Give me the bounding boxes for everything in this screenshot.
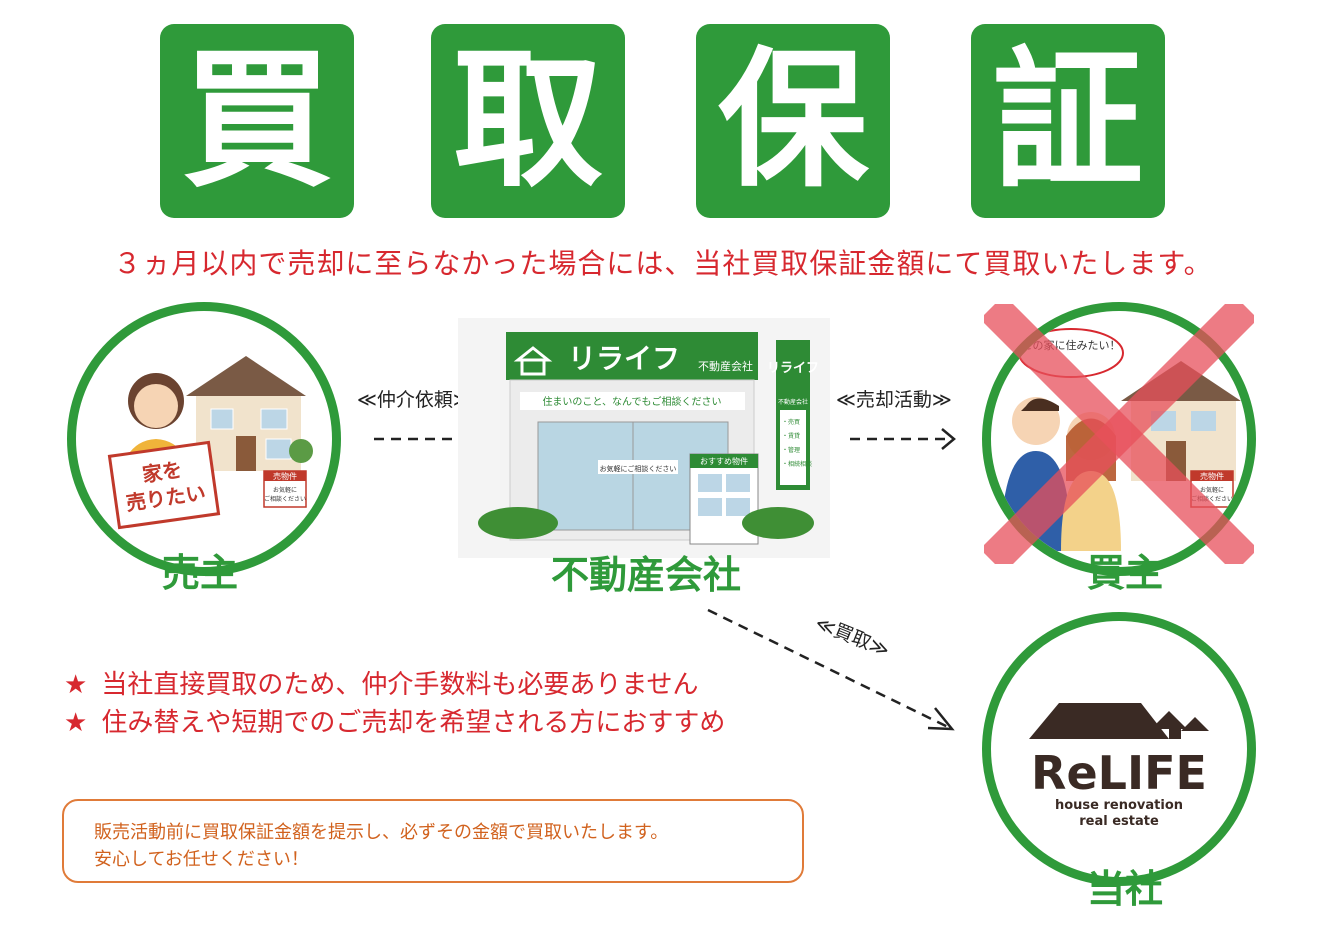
recommend-board-title: おすすめ物件 [700, 456, 748, 466]
company-label: 当社 [1086, 867, 1163, 911]
point-1: ★ 当社直接買取のため、仲介手数料も必要ありません [64, 664, 699, 701]
agency-store-illustration: リライフ 不動産会社 住まいのこと、なんでもご相談ください お気軽にご相談くださ… [458, 318, 830, 558]
buyer-board-sub1: お気軽に [1200, 486, 1224, 494]
cross-mark-icon [984, 304, 1254, 564]
seller-sign-line1: 家を [141, 457, 184, 486]
title-char-4: 証 [971, 24, 1165, 218]
title-char-3: 保 [696, 24, 890, 218]
seller-board-sub2: ご相談ください [264, 495, 306, 503]
title-char-2: 取 [431, 24, 625, 218]
store-banner: 住まいのこと、なんでもご相談ください [542, 395, 721, 408]
buyer-board-title: 売物件 [1200, 471, 1224, 481]
logo-main: ReLIFE [1031, 746, 1207, 800]
title-char-1: 買 [160, 24, 354, 218]
note-line2: 安心してお任せください！ [94, 849, 309, 870]
store-type: 不動産会社 [698, 359, 753, 373]
point-2: ★ 住み替えや短期でのご売却を希望される方におすすめ [64, 702, 725, 739]
point-1-text: 当社直接買取のため、仲介手数料も必要ありません [101, 670, 699, 700]
vertical-item-1: ・売買 [782, 418, 800, 426]
buyer-board-sub2: ご相談ください [1191, 495, 1233, 503]
agency-label: 不動産会社 [550, 553, 741, 597]
subtitle: ３ヵ月以内で売却に至らなかった場合には、当社買取保証金額にて買取いたします。 [113, 247, 1213, 280]
vertical-item-4: ・相続相談 [782, 460, 812, 468]
seller-circle: 家を 売りたい 売物件 お気軽に ご相談ください [67, 302, 341, 576]
vertical-item-3: ・管理 [782, 446, 800, 454]
star-icon: ★ [64, 708, 88, 738]
logo-line1: house renovation [1055, 798, 1183, 813]
star-icon: ★ [64, 670, 88, 700]
arrow3-dashed-arrow [707, 608, 955, 731]
vertical-item-2: ・賃貸 [782, 432, 800, 440]
arrow2-dashed-arrow [850, 428, 956, 450]
buyer-label: 買主 [1086, 551, 1163, 595]
arrow1-label: ≪仲介依頼≫ [357, 389, 473, 411]
seller-board-title: 売物件 [273, 471, 297, 481]
note-box: 販売活動前に買取保証金額を提示し、必ずその金額で買取いたします。 安心してお任せ… [62, 799, 804, 883]
vertical-sign: リライフ [767, 361, 819, 376]
relife-logo: ReLIFE house renovation real estate [1029, 703, 1209, 829]
note-line1: 販売活動前に買取保証金額を提示し、必ずその金額で買取いたします。 [94, 822, 669, 843]
seller-label: 売主 [161, 551, 238, 595]
logo-line2: real estate [1079, 814, 1159, 829]
seller-board-sub1: お気軽に [273, 486, 297, 494]
seller-illustration: 家を 売りたい 売物件 お気軽に ご相談ください [107, 356, 313, 530]
point-2-text: 住み替えや短期でのご売却を希望される方におすすめ [101, 708, 726, 738]
company-circle: ReLIFE house renovation real estate [982, 612, 1256, 886]
vertical-sub: 不動産会社 [778, 398, 808, 406]
store-name: リライフ [568, 342, 680, 375]
window-text: お気軽にご相談ください [600, 464, 677, 473]
arrow2-label: ≪売却活動≫ [836, 389, 952, 411]
